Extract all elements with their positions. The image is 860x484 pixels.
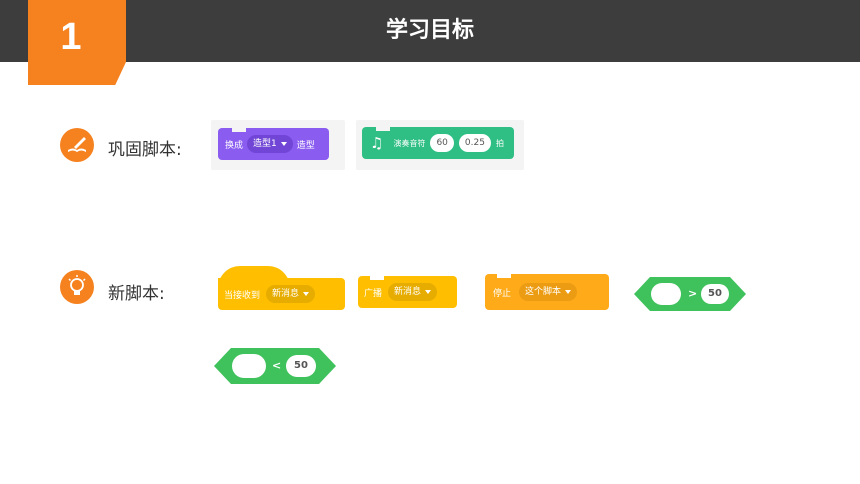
section-number-tab: 1: [28, 0, 126, 85]
chevron-down-icon: [303, 291, 310, 296]
stop-option-value: 这个脚本: [525, 287, 562, 297]
chevron-down-icon: [565, 289, 572, 294]
when-receive-label: 当接收到: [224, 290, 261, 301]
book-pen-icon: [60, 128, 94, 162]
greater-than-block[interactable]: > 50: [634, 277, 746, 311]
music-note-icon: ♫: [370, 134, 384, 152]
header-bar: [0, 0, 860, 62]
when-receive-block[interactable]: 当接收到 新消息: [218, 278, 345, 310]
receive-message-dropdown[interactable]: 新消息: [266, 285, 316, 303]
page-title: 学习目标: [385, 18, 474, 43]
greater-right-value: 50: [708, 288, 722, 299]
stop-label: 停止: [493, 288, 512, 299]
play-note-suffix: 拍: [495, 138, 504, 148]
less-operator: <: [272, 359, 282, 372]
switch-costume-suffix: 造型: [296, 140, 315, 151]
lightbulb-icon: [60, 270, 94, 304]
play-note-label: 演奏音符: [393, 138, 426, 148]
broadcast-label: 广播: [364, 288, 383, 299]
less-right-value: 50: [294, 360, 308, 371]
beats-input[interactable]: 0.25: [458, 134, 491, 152]
broadcast-message-dropdown[interactable]: 新消息: [388, 283, 438, 301]
costume-dropdown-value: 造型1: [253, 139, 277, 149]
chevron-down-icon: [280, 141, 287, 146]
section-label-new: 新脚本:: [108, 284, 165, 304]
note-input[interactable]: 60: [430, 134, 454, 152]
switch-costume-block[interactable]: 换成 造型1 造型: [218, 128, 329, 160]
stop-option-dropdown[interactable]: 这个脚本: [519, 283, 578, 301]
less-left-input[interactable]: [232, 354, 266, 378]
greater-left-input[interactable]: [651, 283, 681, 305]
less-right-input[interactable]: [286, 355, 316, 377]
switch-costume-prefix: 换成: [225, 140, 244, 151]
broadcast-message-value: 新消息: [394, 287, 422, 297]
greater-operator: >: [688, 287, 698, 300]
section-label-review: 巩固脚本:: [108, 140, 182, 160]
play-note-block[interactable]: ♫ 演奏音符 60 0.25 拍: [362, 127, 514, 159]
broadcast-block[interactable]: 广播 新消息: [358, 276, 457, 308]
costume-dropdown[interactable]: 造型1: [247, 135, 293, 153]
less-than-block[interactable]: < 50: [214, 348, 336, 384]
section-number: 1: [60, 16, 82, 58]
stop-block[interactable]: 停止 这个脚本: [485, 274, 609, 310]
greater-right-input[interactable]: [701, 284, 729, 304]
receive-message-value: 新消息: [272, 289, 300, 299]
chevron-down-icon: [425, 289, 432, 294]
